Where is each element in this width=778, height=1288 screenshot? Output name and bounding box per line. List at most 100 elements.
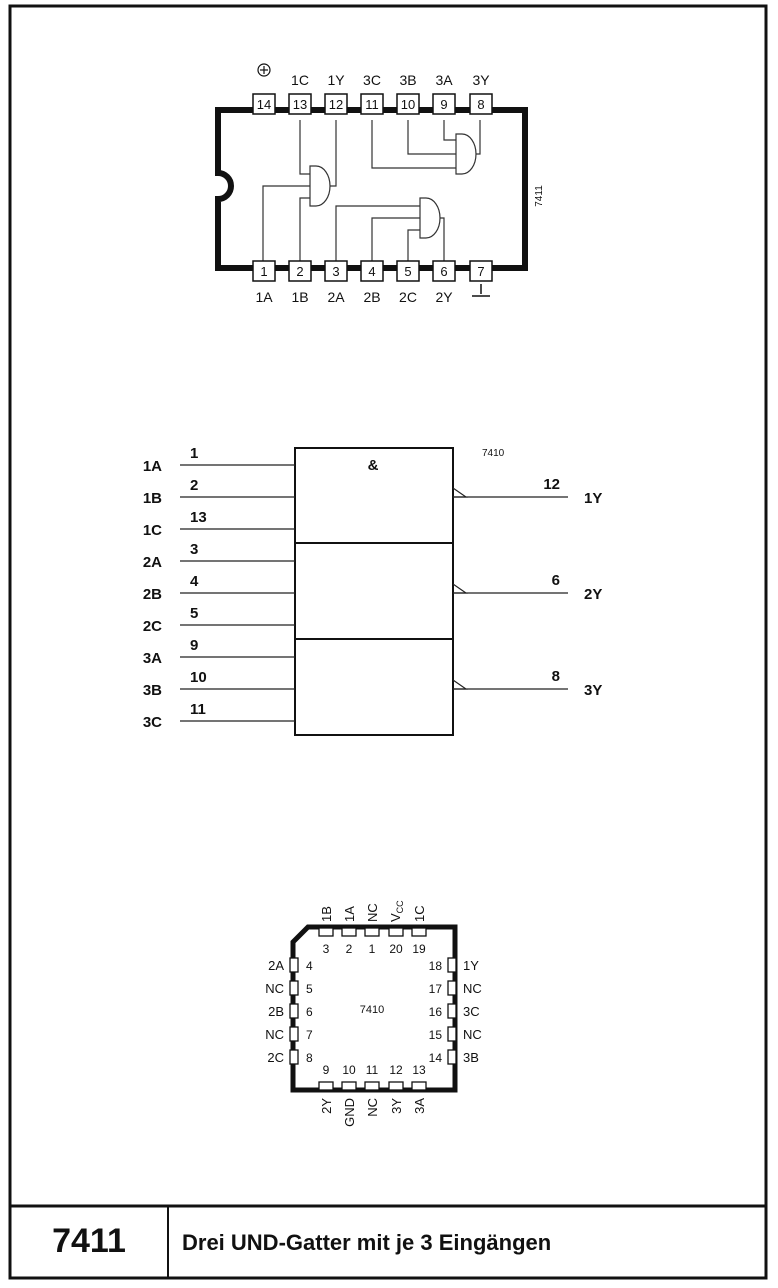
dip-pin-4: 42B: [360, 260, 384, 305]
plcc-pin-label: NC: [365, 903, 380, 922]
logic-input-name: 1B: [143, 490, 162, 507]
plcc-pin-number: 12: [389, 1063, 403, 1077]
dip-pin-number: 7: [477, 264, 484, 279]
plcc-pin-label: 2C: [267, 1050, 284, 1065]
dip-pin-label: 3C: [363, 72, 381, 88]
output-indicator: [452, 583, 468, 594]
logic-input-pin: 2: [190, 477, 198, 494]
plcc-pin-6: 2B 6: [268, 1003, 313, 1019]
plcc-pin-9: 9 2Y: [318, 1063, 334, 1114]
plcc-pin-number: 18: [429, 959, 443, 973]
logic-input-name: 1A: [143, 458, 162, 475]
logic-input-pin: 3: [190, 541, 198, 558]
dip-pin-label: 3B: [399, 72, 416, 88]
plcc-pin-number: 15: [429, 1028, 443, 1042]
logic-output-name: 3Y: [584, 682, 602, 699]
logic-input-pin: 4: [190, 573, 199, 590]
plcc-pin-label: 1Y: [463, 958, 479, 973]
logic-output-2y: 62Y: [452, 572, 602, 603]
plcc-pin-2: 2 1A: [341, 906, 357, 956]
logic-input-2b: 2B4: [143, 573, 295, 603]
logic-input-pin: 13: [190, 509, 207, 526]
logic-input-name: 1C: [143, 522, 162, 539]
plcc-pin-1: 1 NC: [364, 903, 380, 956]
logic-input-1a: 1A1: [143, 445, 295, 475]
dip-pin-2: 21B: [288, 260, 312, 305]
plcc-pin-label: 3B: [463, 1050, 479, 1065]
plcc-pin-label: 2Y: [319, 1098, 334, 1114]
plcc-pin-18: 1Y 18: [429, 957, 479, 973]
plcc-pin-number: 19: [412, 942, 426, 956]
plcc-pin-label: NC: [265, 1027, 284, 1042]
logic-input-pin: 10: [190, 669, 207, 686]
dip-pin-number: 6: [440, 264, 447, 279]
plcc-pin-number: 6: [306, 1005, 313, 1019]
plcc-pin-label: NC: [463, 981, 482, 996]
plcc-pin-number: 10: [342, 1063, 356, 1077]
dip-pin-label: 1A: [255, 289, 273, 305]
dip-pin-number: 12: [329, 97, 343, 112]
dip-pin-1: 1 1A: [252, 260, 276, 305]
dip-pin-3: 32A: [324, 260, 348, 305]
plcc-pin-number: 2: [346, 942, 353, 956]
plcc-pin-number: 4: [306, 959, 313, 973]
plcc-marking: 7410: [360, 1004, 384, 1016]
dip-pin-label: 1Y: [327, 72, 345, 88]
plcc-pin-label: 3C: [463, 1004, 480, 1019]
logic-input-2c: 2C5: [143, 605, 295, 635]
plcc-pin-number: 9: [323, 1063, 330, 1077]
dip-pin-5: 52C: [396, 260, 420, 305]
dip-pin-number: 1: [260, 264, 267, 279]
dip-pin-label: 1C: [291, 72, 309, 88]
logic-input-name: 2C: [143, 618, 162, 635]
plcc-pin-label: NC: [365, 1098, 380, 1117]
plcc-pin-label: 2A: [268, 958, 284, 973]
dip-pin-number: 14: [257, 97, 271, 112]
plcc-pin-label: 1A: [342, 906, 357, 922]
dip-pin-14: 14: [252, 93, 276, 115]
and-symbol: &: [368, 457, 379, 474]
logic-output-pin: 12: [543, 476, 560, 493]
output-indicator: [452, 487, 468, 498]
dip-marking: 7411: [534, 185, 545, 207]
logic-output-name: 1Y: [584, 490, 602, 507]
dip-pin-number: 10: [401, 97, 415, 112]
logic-input-pin: 9: [190, 637, 198, 654]
dip-pin-6: 62Y: [432, 260, 456, 305]
logic-block-3: [294, 638, 454, 736]
plcc-pin-number: 5: [306, 982, 313, 996]
dip-body: [215, 107, 528, 271]
plcc-pin-label: 2B: [268, 1004, 284, 1019]
vcc-symbol: [257, 63, 271, 77]
plcc-pin-number: 1: [369, 942, 376, 956]
plcc-pin-label: 1C: [412, 905, 427, 922]
plcc-pin-19: 19 1C: [411, 905, 427, 956]
logic-block-1: [294, 447, 454, 544]
footer-description: Drei UND-Gatter mit je 3 Eingängen: [182, 1230, 552, 1255]
dip-bottom-pins: 1 1A 21B 32A 42B 52C 62Y 7: [252, 260, 493, 305]
plcc-pin-label: GND: [342, 1098, 357, 1127]
output-indicator: [452, 679, 468, 690]
dip-pin-number: 5: [404, 264, 411, 279]
plcc-pin-number: 13: [412, 1063, 426, 1077]
logic-output-pin: 6: [552, 572, 560, 589]
dip-pin-number: 9: [440, 97, 447, 112]
logic-input-1c: 1C 13: [143, 509, 295, 539]
plcc-pin-label: 3Y: [389, 1098, 404, 1114]
logic-input-name: 3A: [143, 650, 162, 667]
logic-input-1b: 1B 2: [143, 477, 295, 507]
